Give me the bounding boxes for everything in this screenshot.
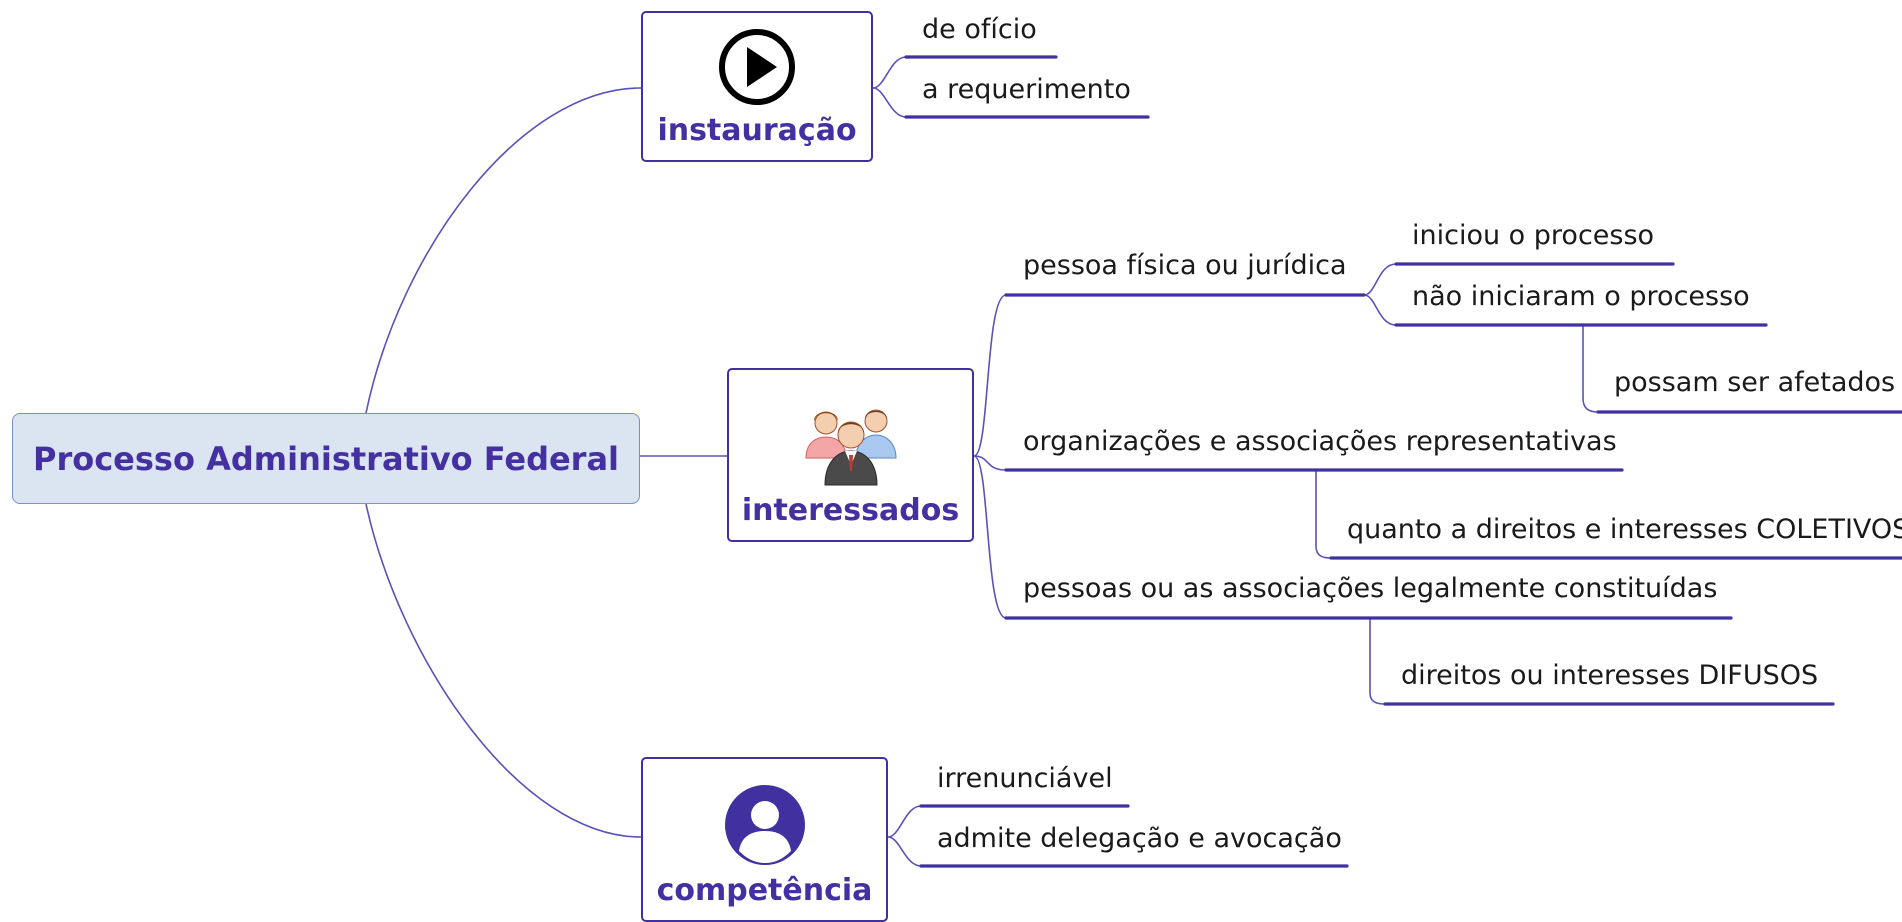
- leaf-a-requerimento[interactable]: a requerimento: [922, 74, 1131, 105]
- leaf-direitos-difusos[interactable]: direitos ou interesses DIFUSOS: [1401, 660, 1819, 691]
- leaf-admite-delegacao[interactable]: admite delegação e avocação: [937, 823, 1342, 854]
- leaf-direitos-coletivos[interactable]: quanto a direitos e interesses COLETIVOS: [1347, 514, 1902, 545]
- branch-label-interessados: interessados: [741, 493, 960, 528]
- connector-pessoa-fisica-leaves: [1363, 263, 1397, 326]
- connector-organizacoes-coletivos: [1315, 470, 1332, 559]
- leaf-possam-ser-afetados[interactable]: possam ser afetados: [1614, 367, 1896, 398]
- leaf-organizacoes-e-associacoes[interactable]: organizações e associações representativ…: [1023, 426, 1617, 457]
- leaf-pessoa-fisica-ou-juridica[interactable]: pessoa física ou jurídica: [1023, 250, 1347, 281]
- connector-root-instauracao: [365, 87, 642, 414]
- connector-competencia-leaves: [887, 805, 922, 867]
- user-silhouette-icon: [724, 785, 805, 865]
- play-icon: [719, 29, 795, 105]
- leaf-pessoas-ou-associacoes[interactable]: pessoas ou as associações legalmente con…: [1023, 573, 1718, 604]
- leaf-irrenunciavel[interactable]: irrenunciável: [937, 763, 1113, 794]
- branch-label-instauracao: instauração: [657, 113, 857, 148]
- branch-node-interessados[interactable]: interessados: [727, 368, 974, 542]
- connector-root-competencia: [365, 503, 642, 838]
- leaf-iniciou-o-processo[interactable]: iniciou o processo: [1412, 220, 1655, 251]
- people-group-icon: [804, 409, 897, 486]
- connector-instauracao-leaves: [872, 56, 907, 118]
- connector-pessoas-difusos: [1369, 619, 1386, 705]
- root-label: Processo Administrativo Federal: [32, 439, 620, 478]
- branch-node-competencia[interactable]: competência: [641, 757, 888, 922]
- leaf-de-oficio[interactable]: de ofício: [922, 14, 1037, 45]
- leaf-nao-iniciaram-o-processo[interactable]: não iniciaram o processo: [1412, 281, 1750, 312]
- connector-interessados-leaves: [973, 294, 1007, 619]
- connector-nao-iniciaram-possam: [1582, 326, 1599, 413]
- branch-node-instauracao[interactable]: instauração: [641, 11, 873, 162]
- root-node[interactable]: Processo Administrativo Federal: [12, 413, 640, 504]
- branch-label-competencia: competência: [656, 873, 873, 908]
